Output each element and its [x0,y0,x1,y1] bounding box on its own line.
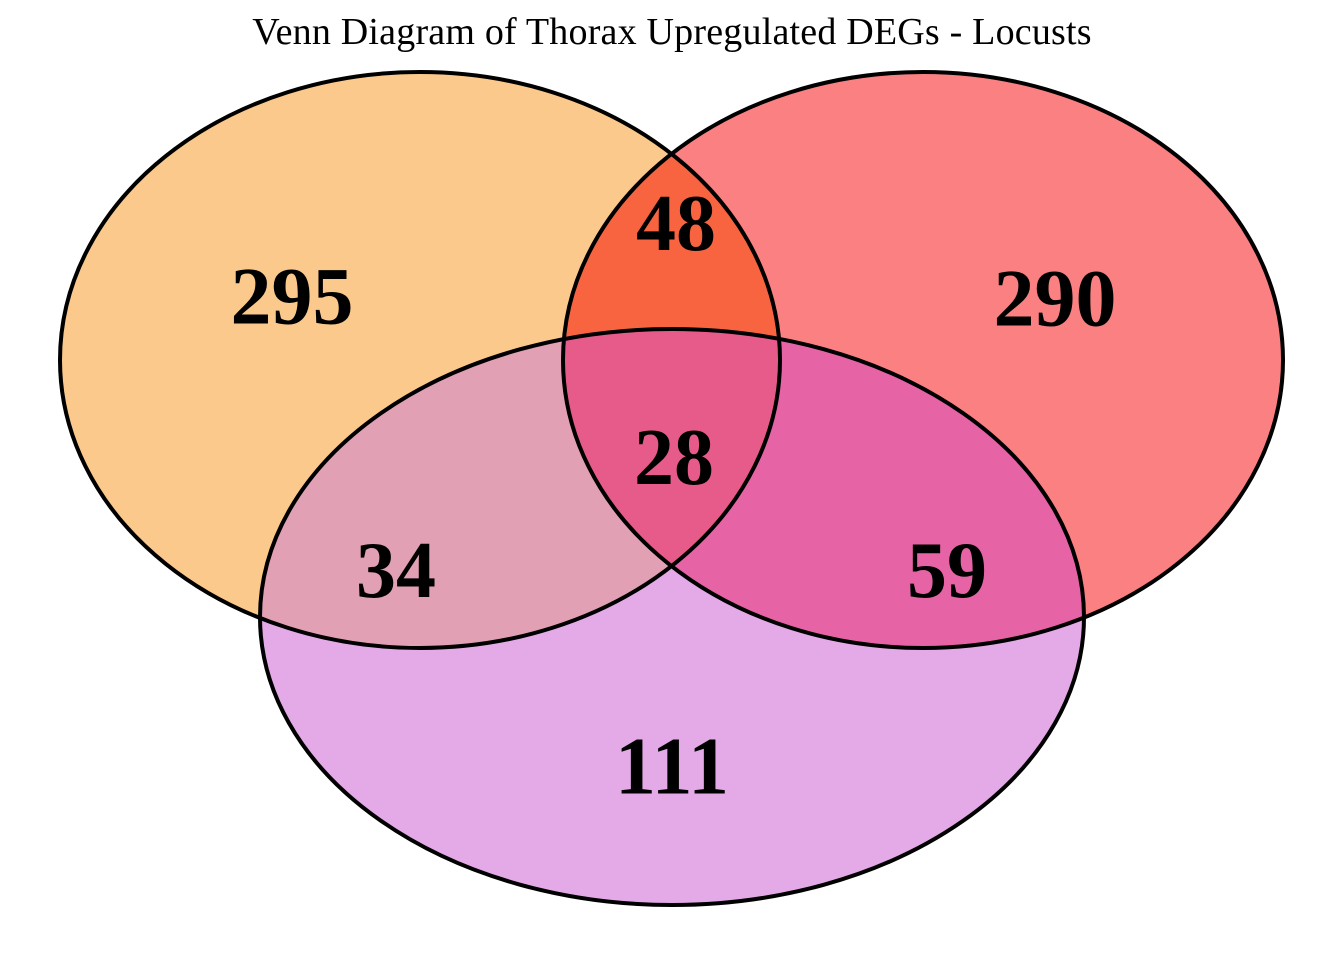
region-label-left-bottom: 34 [356,527,436,615]
region-label-bottom-only: 111 [615,721,729,812]
region-label-right-only: 290 [994,253,1117,344]
venn-region-labels: 295 290 111 48 34 59 28 [231,180,1117,812]
venn-set-outlines [58,70,1285,907]
region-label-left-right: 48 [636,180,716,268]
set-bottom-outline [258,327,1086,907]
page-title: Venn Diagram of Thorax Upregulated DEGs … [252,11,1092,53]
region-label-right-bottom: 59 [907,527,987,615]
set-right-outline [561,70,1285,650]
set-left-outline [58,70,782,650]
region-label-left-only: 295 [231,251,354,342]
region-label-center: 28 [634,414,714,502]
